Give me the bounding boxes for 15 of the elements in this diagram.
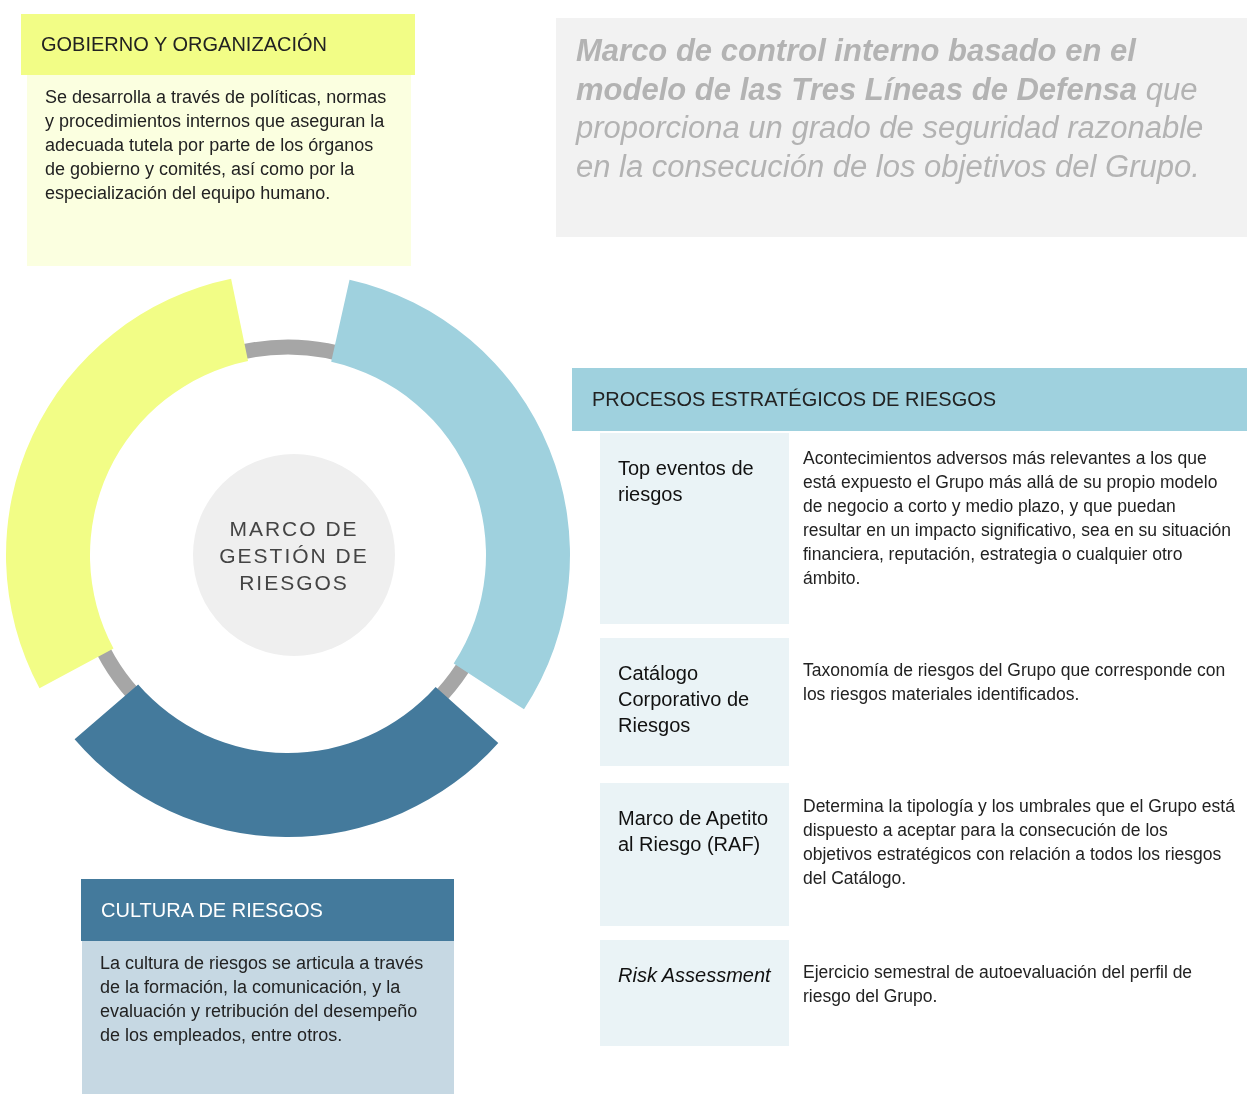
- process-cell: Top eventos de riesgos: [600, 433, 789, 624]
- process-description: Ejercicio semestral de autoevaluación del perfil de riesgo del Grupo.: [803, 961, 1194, 1008]
- process-cell: Risk Assessment: [600, 940, 789, 1046]
- process-cell: Marco de Apetito al Riesgo (RAF): [600, 783, 789, 926]
- section-header: PROCESOS ESTRATÉGICOS DE RIESGOS: [572, 368, 1247, 431]
- description-panel: La cultura de riesgos se articula a través de la formación, la comunicación, y la evaluación y retribución del desempeño de los empleados, entre otros.: [82, 941, 454, 1094]
- description-panel: Se desarrolla a través de políticas, normas y procedimientos internos que aseguran la adecuada tutela por parte de los órganos de gobierno y comités, así como por la especialización del equipo humano.: [27, 75, 411, 266]
- process-description: Acontecimientos adversos más relevantes a los que está expuesto el Grupo más allá de su propio modelo de negocio a corto y medio plazo, y que puedan resultar en un impacto significativo, sea en su situación financiera, reputación, estrategia o cualquier otro ámbito.: [803, 447, 1232, 590]
- section-header: CULTURA DE RIESGOS: [81, 879, 454, 941]
- process-description: Taxonomía de riesgos del Grupo que corresponde con los riesgos materiales identificados.: [803, 659, 1227, 706]
- process-description: Determina la tipología y los umbrales que el Grupo está dispuesto a aceptar para la consecución de los objetivos estratégicos con relación a todos los riesgos del Catálogo.: [803, 795, 1236, 890]
- center-circle: MARCO DE GESTIÓN DE RIESGOS: [193, 454, 395, 656]
- section-header: GOBIERNO Y ORGANIZACIÓN: [21, 14, 415, 75]
- process-cell: Catálogo Corporativo de Riesgos: [600, 638, 789, 766]
- title-text: Marco de control interno basado en el modelo de las Tres Líneas de Defensa que proporciona un grado de seguridad razonable en la consecución de los objetivos del Grupo.: [556, 18, 1247, 237]
